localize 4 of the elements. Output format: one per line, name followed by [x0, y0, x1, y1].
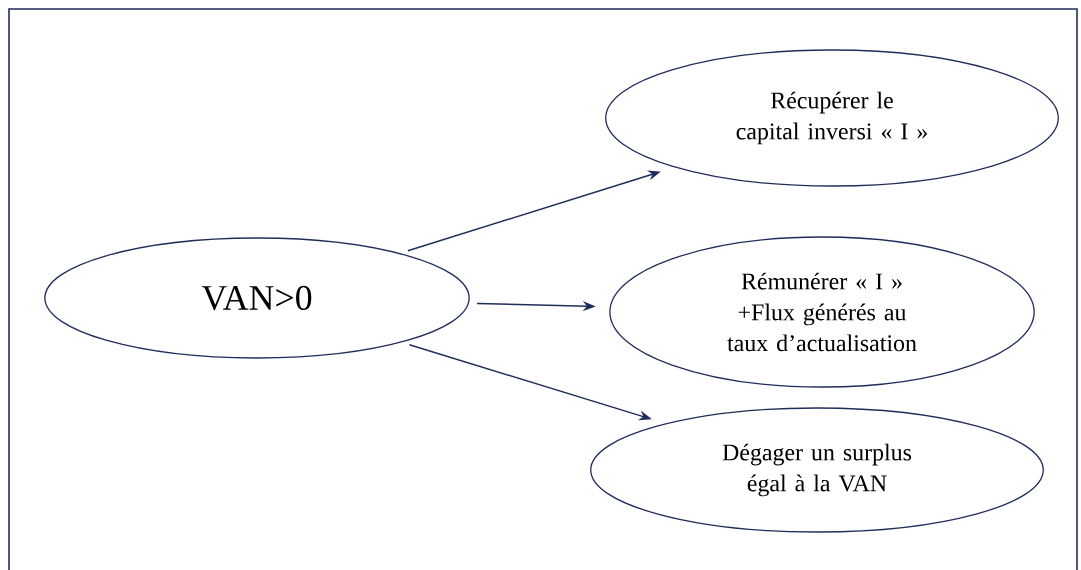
ellipse-node: Rémunérer « I » +Flux générés au taux d’actualisation — [609, 236, 1035, 388]
ellipse-node: Récupérer le capital inversi « I » — [605, 49, 1059, 187]
ellipse-node: Dégager un surplus égal à la VAN — [590, 407, 1044, 533]
ellipse-node: VAN>0 — [44, 237, 470, 359]
